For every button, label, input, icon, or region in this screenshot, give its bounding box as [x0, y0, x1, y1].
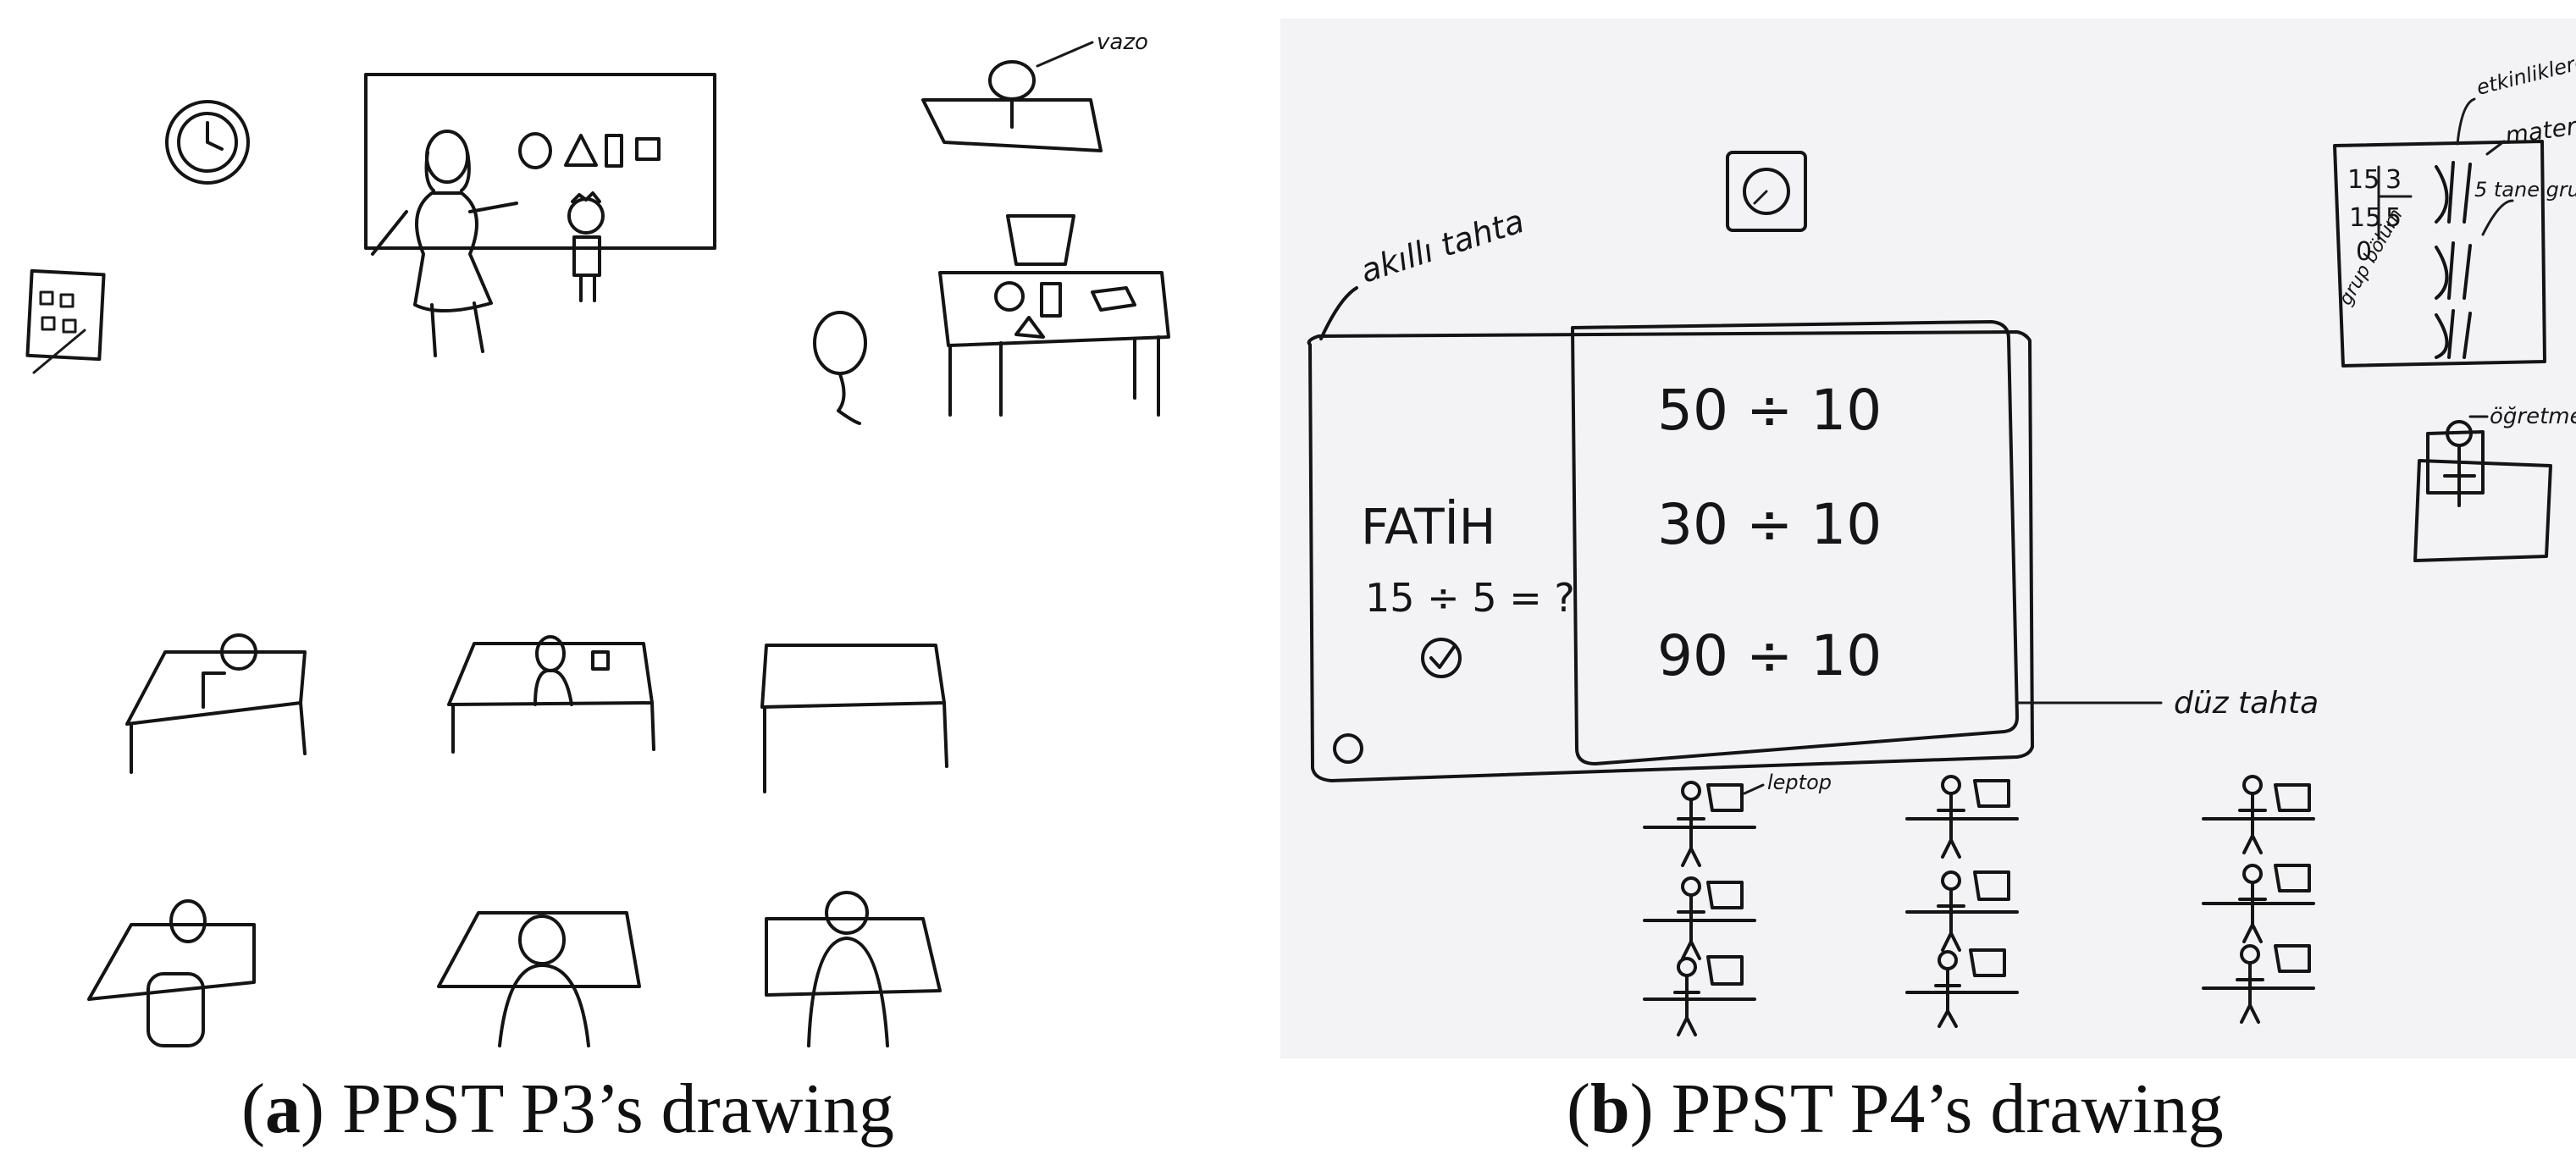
vase-shelf: vazo — [921, 30, 1148, 152]
flat-board-label: düz tahta — [2174, 686, 2319, 721]
classroom-sketch-a: vazo — [25, 30, 1170, 1047]
division-divisor2: 5 — [2385, 203, 2402, 233]
material-label: materyal — [2503, 108, 2576, 150]
classroom-board — [364, 73, 716, 250]
clock-icon — [1726, 151, 1807, 232]
equation-2: 30 ÷ 10 — [1657, 492, 1882, 557]
balloon-icon — [813, 311, 867, 425]
student-figure — [567, 191, 605, 302]
caption-a-text: ) PPST P3’s drawing — [300, 1069, 894, 1148]
clock-icon — [165, 100, 250, 185]
classroom-sketch-b: akıllı tahta FATİH 15 ÷ 5 = ? düz tahta … — [1307, 32, 2576, 1036]
student-desks — [87, 633, 948, 1047]
student-rows: leptop — [1643, 771, 2315, 1036]
flat-board: düz tahta 50 ÷ 10 30 ÷ 10 90 ÷ 10 — [1571, 320, 2319, 765]
teacher-label: öğretmen — [2490, 404, 2576, 429]
notice-board-icon — [25, 268, 106, 374]
equation-3: 90 ÷ 10 — [1657, 623, 1882, 688]
laptop-label: leptop — [1767, 771, 1832, 794]
activity-split-label: etkinliklere bölme — [2474, 32, 2576, 99]
teacher-desk: öğretmen — [2413, 404, 2576, 562]
division-divisor: 3 — [2385, 165, 2402, 195]
caption-b-text: ) PPST P4’s drawing — [1629, 1069, 2224, 1148]
vase-label: vazo — [1097, 30, 1148, 55]
materials-table — [938, 214, 1170, 417]
equation-1: 50 ÷ 10 — [1657, 378, 1882, 443]
caption-a: (a) PPST P3’s drawing — [241, 1063, 894, 1156]
caption-b: (b) PPST P4’s drawing — [1567, 1063, 2224, 1156]
caption-b-open: ( — [1567, 1069, 1590, 1148]
teacher-figure — [371, 130, 518, 357]
five-groups-label: 5 tane grup bölün — [2474, 178, 2576, 202]
caption-b-letter: b — [1589, 1069, 1630, 1148]
smart-board-label: akıllı tahta — [1356, 202, 1528, 290]
board-name: FATİH — [1361, 498, 1495, 555]
board-question: 15 ÷ 5 = ? — [1365, 575, 1575, 621]
division-rest: 15 — [2349, 203, 2381, 233]
caption-a-letter: a — [264, 1069, 301, 1148]
materials-poster: 15 3 15 5 0 grup bölüm etkinliklere bölm… — [2333, 32, 2576, 367]
division-top: 15 — [2347, 165, 2380, 195]
division-remainder: 0 — [2356, 237, 2372, 267]
drawing-panel-b: akıllı tahta FATİH 15 ÷ 5 = ? düz tahta … — [1280, 19, 2576, 1058]
drawing-panel-a: vazo — [0, 0, 1236, 1058]
caption-a-open: ( — [241, 1069, 265, 1148]
student-laptop-unit: leptop — [1643, 771, 1832, 867]
